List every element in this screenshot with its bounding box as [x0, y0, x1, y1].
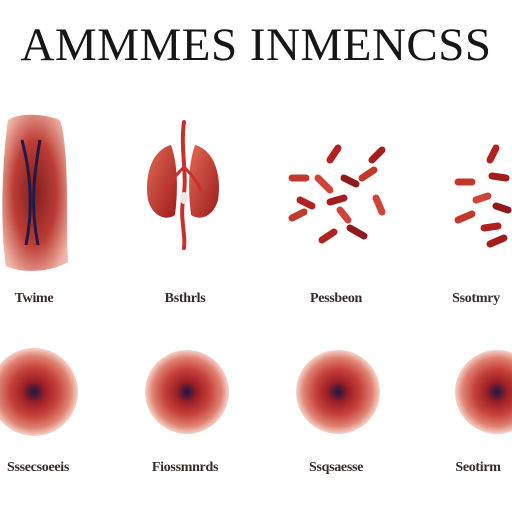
- item-label: Fiossmnrds: [151, 460, 219, 475]
- item-label: Twime: [14, 291, 54, 306]
- bacteria-cluster-illustration: [288, 144, 386, 244]
- page-title: AMMMES INMENCSS: [20, 19, 492, 71]
- cell-illustration: [0, 348, 78, 436]
- lungs-illustration: [146, 120, 220, 250]
- item-label: Bsthrls: [164, 291, 206, 306]
- cell-illustration: [455, 350, 512, 434]
- cell-illustration: [145, 350, 229, 434]
- item-label: Ssotmry: [452, 291, 500, 306]
- item-label: Seotirm: [455, 460, 501, 475]
- bacteria-cluster-illustration: [454, 144, 512, 248]
- cell-illustration: [296, 350, 380, 434]
- item-label: Pessbeon: [309, 291, 363, 306]
- item-label: Sssecsoeeis: [6, 460, 70, 475]
- item-label: Ssqsaesse: [308, 460, 364, 475]
- tissue-strip-illustration: [2, 114, 69, 271]
